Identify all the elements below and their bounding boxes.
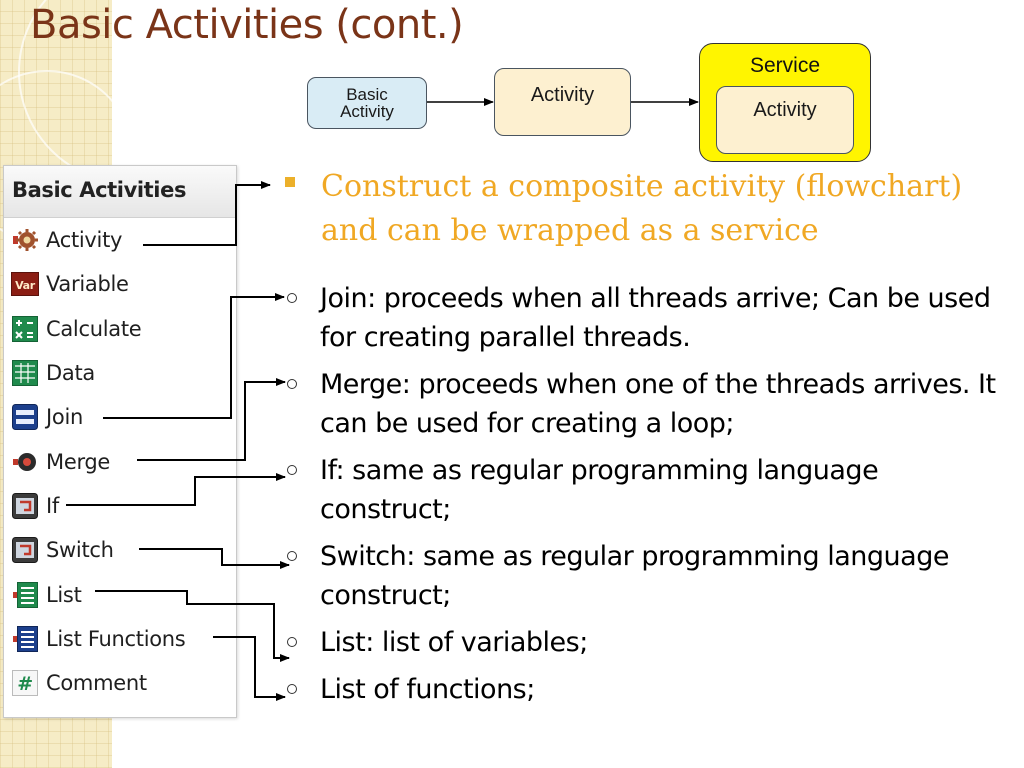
sub-bullet-text: If: same as regular programming language… [320, 455, 879, 525]
hash-icon: # [10, 670, 40, 697]
sub-bullet-text: Merge: proceeds when one of the threads … [320, 369, 996, 439]
panel-item-data[interactable]: Data [4, 351, 236, 395]
calculator-icon [10, 315, 40, 342]
sub-bullet-text: List of functions; [320, 674, 535, 705]
merge-icon [10, 449, 40, 475]
data-icon [10, 360, 40, 387]
circle-bullet-icon [287, 684, 297, 694]
panel-item-join[interactable]: Join [4, 395, 236, 439]
sub-bullet-if: If: same as regular programming language… [287, 451, 1017, 529]
main-bullet-text: Construct a composite activity (flowchar… [321, 169, 963, 248]
panel-item-label: Data [46, 361, 95, 386]
panel-item-label: Merge [46, 449, 111, 474]
panel-item-list-functions[interactable]: List Functions [4, 617, 236, 661]
panel-item-activity[interactable]: Activity [4, 218, 236, 262]
list-functions-icon [10, 625, 40, 652]
activity-box: Activity [494, 68, 631, 136]
service-box: Service Activity [699, 43, 871, 162]
panel-item-label: If [46, 493, 59, 518]
panel-item-label: Switch [46, 538, 114, 563]
sub-bullet-switch: Switch: same as regular programming lang… [287, 537, 1017, 615]
service-activity-box: Activity [716, 86, 854, 154]
sub-bullet-list: Join: proceeds when all threads arrive; … [287, 279, 1017, 717]
circle-bullet-icon [287, 551, 297, 561]
square-bullet-icon [285, 177, 295, 187]
circle-bullet-icon [287, 637, 297, 647]
basic-activities-panel: Basic Activities Activity [3, 165, 237, 718]
sub-bullet-list-functions: List of functions; [287, 670, 1017, 709]
circle-bullet-icon [287, 465, 297, 475]
panel-item-label: Comment [46, 671, 147, 696]
panel-item-list[interactable]: List [4, 572, 236, 616]
svg-text:Var: Var [15, 279, 36, 292]
circle-bullet-icon [287, 379, 297, 389]
panel-item-label: Activity [46, 228, 123, 253]
join-icon [10, 404, 40, 431]
panel-list: Activity Var Variable [4, 218, 236, 705]
sub-bullet-text: Switch: same as regular programming lang… [320, 541, 949, 611]
if-icon [10, 492, 40, 519]
basic-activity-box: Basic Activity [307, 77, 427, 129]
panel-item-label: List Functions [46, 626, 186, 651]
svg-text:#: # [17, 673, 33, 695]
panel-item-label: Calculate [46, 316, 142, 341]
activity-box-label: Activity [530, 84, 595, 106]
basic-activity-label-line2: Activity [340, 102, 394, 121]
circle-bullet-icon [287, 293, 297, 303]
panel-item-merge[interactable]: Merge [4, 439, 236, 483]
sub-bullet-merge: Merge: proceeds when one of the threads … [287, 365, 1017, 443]
slide-title: Basic Activities (cont.) [30, 2, 464, 48]
service-label: Service [749, 54, 821, 77]
panel-item-comment[interactable]: # Comment [4, 661, 236, 705]
sub-bullet-join: Join: proceeds when all threads arrive; … [287, 279, 1017, 357]
panel-item-label: List [46, 582, 82, 607]
list-icon [10, 581, 40, 608]
sub-bullet-text: List: list of variables; [320, 627, 588, 658]
panel-header: Basic Activities [4, 166, 236, 218]
sub-bullet-text: Join: proceeds when all threads arrive; … [320, 283, 991, 353]
gear-icon [10, 227, 40, 253]
panel-item-switch[interactable]: Switch [4, 528, 236, 572]
variable-icon: Var [10, 271, 40, 297]
basic-activity-label-line1: Basic [346, 85, 388, 104]
sub-bullet-list-variables: List: list of variables; [287, 623, 1017, 662]
switch-icon [10, 537, 40, 564]
main-bullet: Construct a composite activity (flowchar… [285, 165, 1020, 253]
panel-item-label: Variable [46, 272, 129, 297]
panel-item-variable[interactable]: Var Variable [4, 262, 236, 306]
panel-item-if[interactable]: If [4, 484, 236, 528]
panel-item-calculate[interactable]: Calculate [4, 307, 236, 351]
panel-item-label: Join [46, 405, 83, 430]
